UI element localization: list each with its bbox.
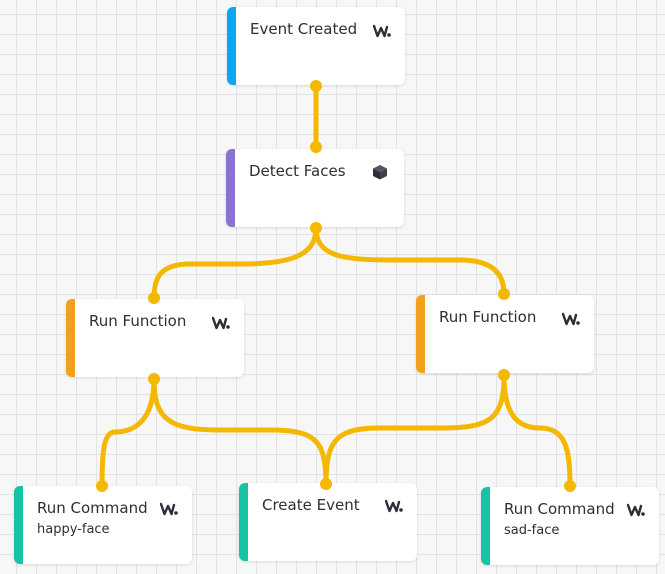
node-event-created[interactable]: Event Created xyxy=(227,7,405,85)
edge-detect-to-function-left xyxy=(151,225,319,301)
w-logo-icon xyxy=(627,503,645,517)
input-port[interactable] xyxy=(498,288,510,300)
cube-icon xyxy=(372,164,388,180)
node-accent-bar xyxy=(14,486,23,564)
edge-function-right-to-create xyxy=(323,372,507,489)
w-logo-icon xyxy=(160,502,178,516)
node-subtitle: happy-face xyxy=(37,522,110,537)
node-accent-bar xyxy=(227,7,236,85)
node-title: Event Created xyxy=(250,20,358,38)
edge-function-left-to-create xyxy=(151,376,329,489)
node-accent-bar xyxy=(226,149,235,227)
edge-function-left-to-happy xyxy=(99,376,157,489)
input-port[interactable] xyxy=(564,480,576,492)
node-title: Run Command xyxy=(37,499,148,517)
node-title: Detect Faces xyxy=(249,162,346,180)
node-accent-bar xyxy=(66,299,75,377)
input-port[interactable] xyxy=(148,292,160,304)
input-port[interactable] xyxy=(320,478,332,490)
w-logo-icon xyxy=(385,499,403,513)
w-logo-icon xyxy=(212,316,230,330)
node-title: Create Event xyxy=(262,496,360,514)
node-title: Run Function xyxy=(89,312,187,330)
node-run-function-right[interactable]: Run Function xyxy=(416,295,594,373)
node-subtitle: sad-face xyxy=(504,523,560,538)
output-port[interactable] xyxy=(310,222,322,234)
input-port[interactable] xyxy=(310,141,322,153)
node-title: Run Command xyxy=(504,500,615,518)
node-run-function-left[interactable]: Run Function xyxy=(66,299,244,377)
node-create-event[interactable]: Create Event xyxy=(239,483,417,561)
node-accent-bar xyxy=(481,487,490,565)
output-port[interactable] xyxy=(310,80,322,92)
input-port[interactable] xyxy=(96,480,108,492)
node-run-command-happy[interactable]: Run Command happy-face xyxy=(14,486,192,564)
node-detect-faces[interactable]: Detect Faces xyxy=(226,149,404,227)
edge-function-right-to-sad xyxy=(501,372,573,489)
node-accent-bar xyxy=(416,295,425,373)
node-accent-bar xyxy=(239,483,248,561)
node-run-command-sad[interactable]: Run Command sad-face xyxy=(481,487,659,565)
output-port[interactable] xyxy=(498,369,510,381)
w-logo-icon xyxy=(373,24,391,38)
edge-detect-to-function-right xyxy=(313,225,507,297)
output-port[interactable] xyxy=(148,373,160,385)
w-logo-icon xyxy=(562,312,580,326)
node-title: Run Function xyxy=(439,308,537,326)
